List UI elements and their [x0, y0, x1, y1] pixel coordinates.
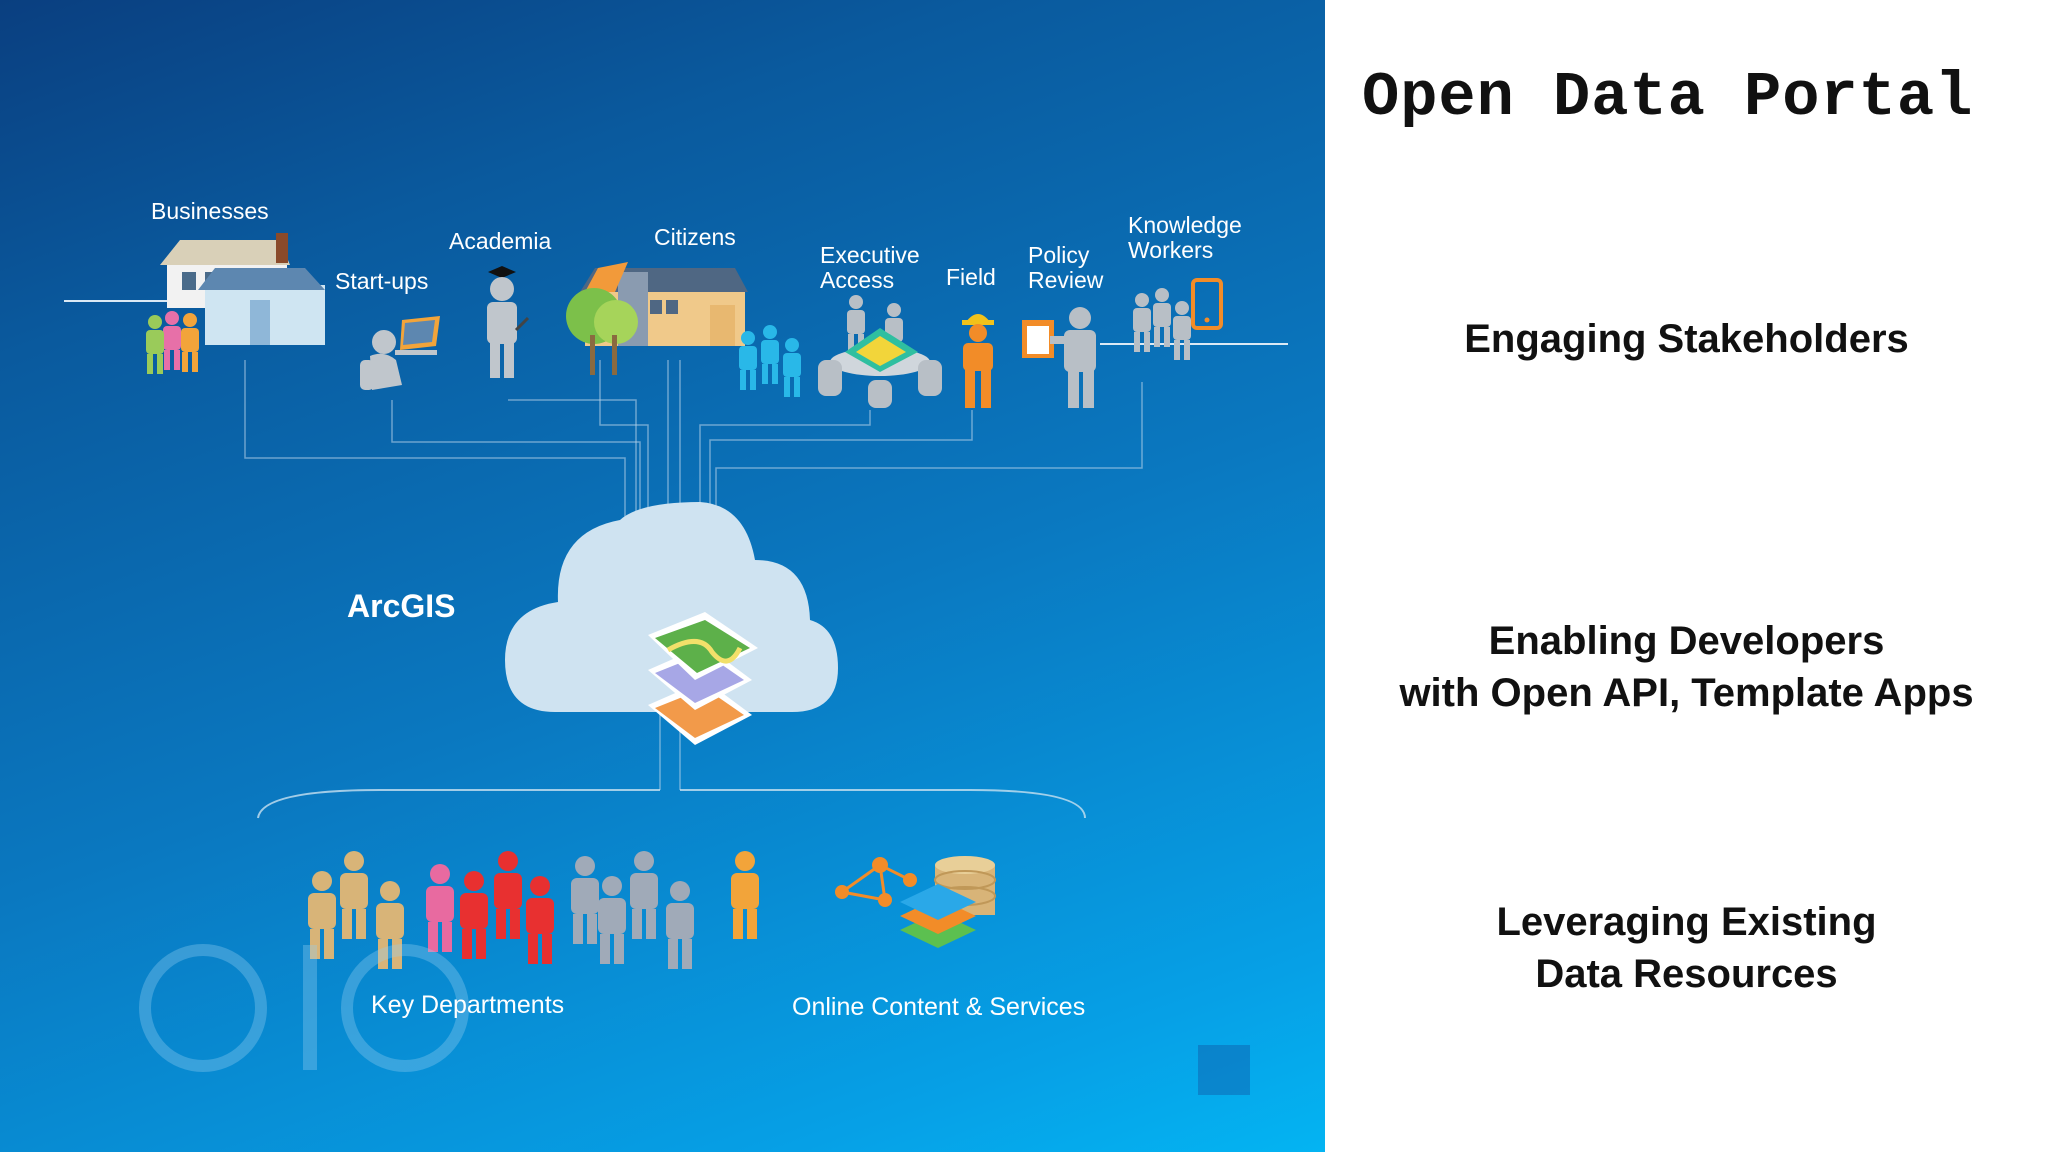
ecosystem-diagram: Businesses Start-ups Academia Citizens E… — [0, 0, 1325, 1152]
summary-panel: Open Data Portal Engaging Stakeholders E… — [1325, 0, 2048, 1152]
knowledge-workers-icon — [1133, 278, 1223, 360]
field-label: Field — [946, 264, 996, 290]
policy-review-icon — [1022, 307, 1096, 408]
businesses-icon — [146, 233, 325, 374]
point-enabling-developers: Enabling Developers with Open API, Templ… — [1325, 615, 2048, 719]
sources-bracket — [257, 789, 1086, 819]
page-title: Open Data Portal — [1362, 62, 1974, 133]
startups-label: Start-ups — [335, 268, 429, 294]
arcgis-label: ArcGIS — [347, 588, 456, 624]
policy-review-label: Policy Review — [1028, 242, 1104, 293]
point-2-line-2: with Open API, Template Apps — [1399, 671, 1974, 715]
watermark-o — [341, 944, 469, 1072]
field-icon — [962, 314, 994, 408]
map-layers-icon — [648, 612, 758, 745]
startups-icon — [360, 316, 440, 390]
diagram-graphics — [64, 233, 1288, 1095]
point-1-line-1: Engaging Stakeholders — [1464, 317, 1909, 361]
academia-icon — [487, 266, 530, 378]
key-departments-label: Key Departments — [371, 991, 565, 1019]
point-3-line-2: Data Resources — [1535, 952, 1838, 996]
point-engaging-stakeholders: Engaging Stakeholders — [1325, 313, 2048, 365]
watermark-c — [139, 944, 267, 1072]
point-leveraging-data: Leveraging Existing Data Resources — [1325, 896, 2048, 1000]
executive-access-label: Executive Access — [820, 242, 920, 293]
academia-label: Academia — [449, 228, 552, 254]
watermark-i — [303, 945, 317, 1070]
executive-access-icon — [818, 295, 942, 408]
point-3-line-1: Leveraging Existing — [1496, 900, 1877, 944]
knowledge-workers-label: Knowledge Workers — [1128, 212, 1242, 263]
watermark-square — [1198, 1045, 1250, 1095]
online-content-label: Online Content & Services — [792, 993, 1086, 1021]
online-content-icon — [835, 856, 996, 948]
citizens-label: Citizens — [654, 224, 736, 250]
point-2-line-1: Enabling Developers — [1488, 619, 1885, 663]
arcgis-cloud-icon — [505, 502, 838, 712]
citizens-icon — [566, 262, 801, 397]
businesses-label: Businesses — [151, 198, 269, 224]
